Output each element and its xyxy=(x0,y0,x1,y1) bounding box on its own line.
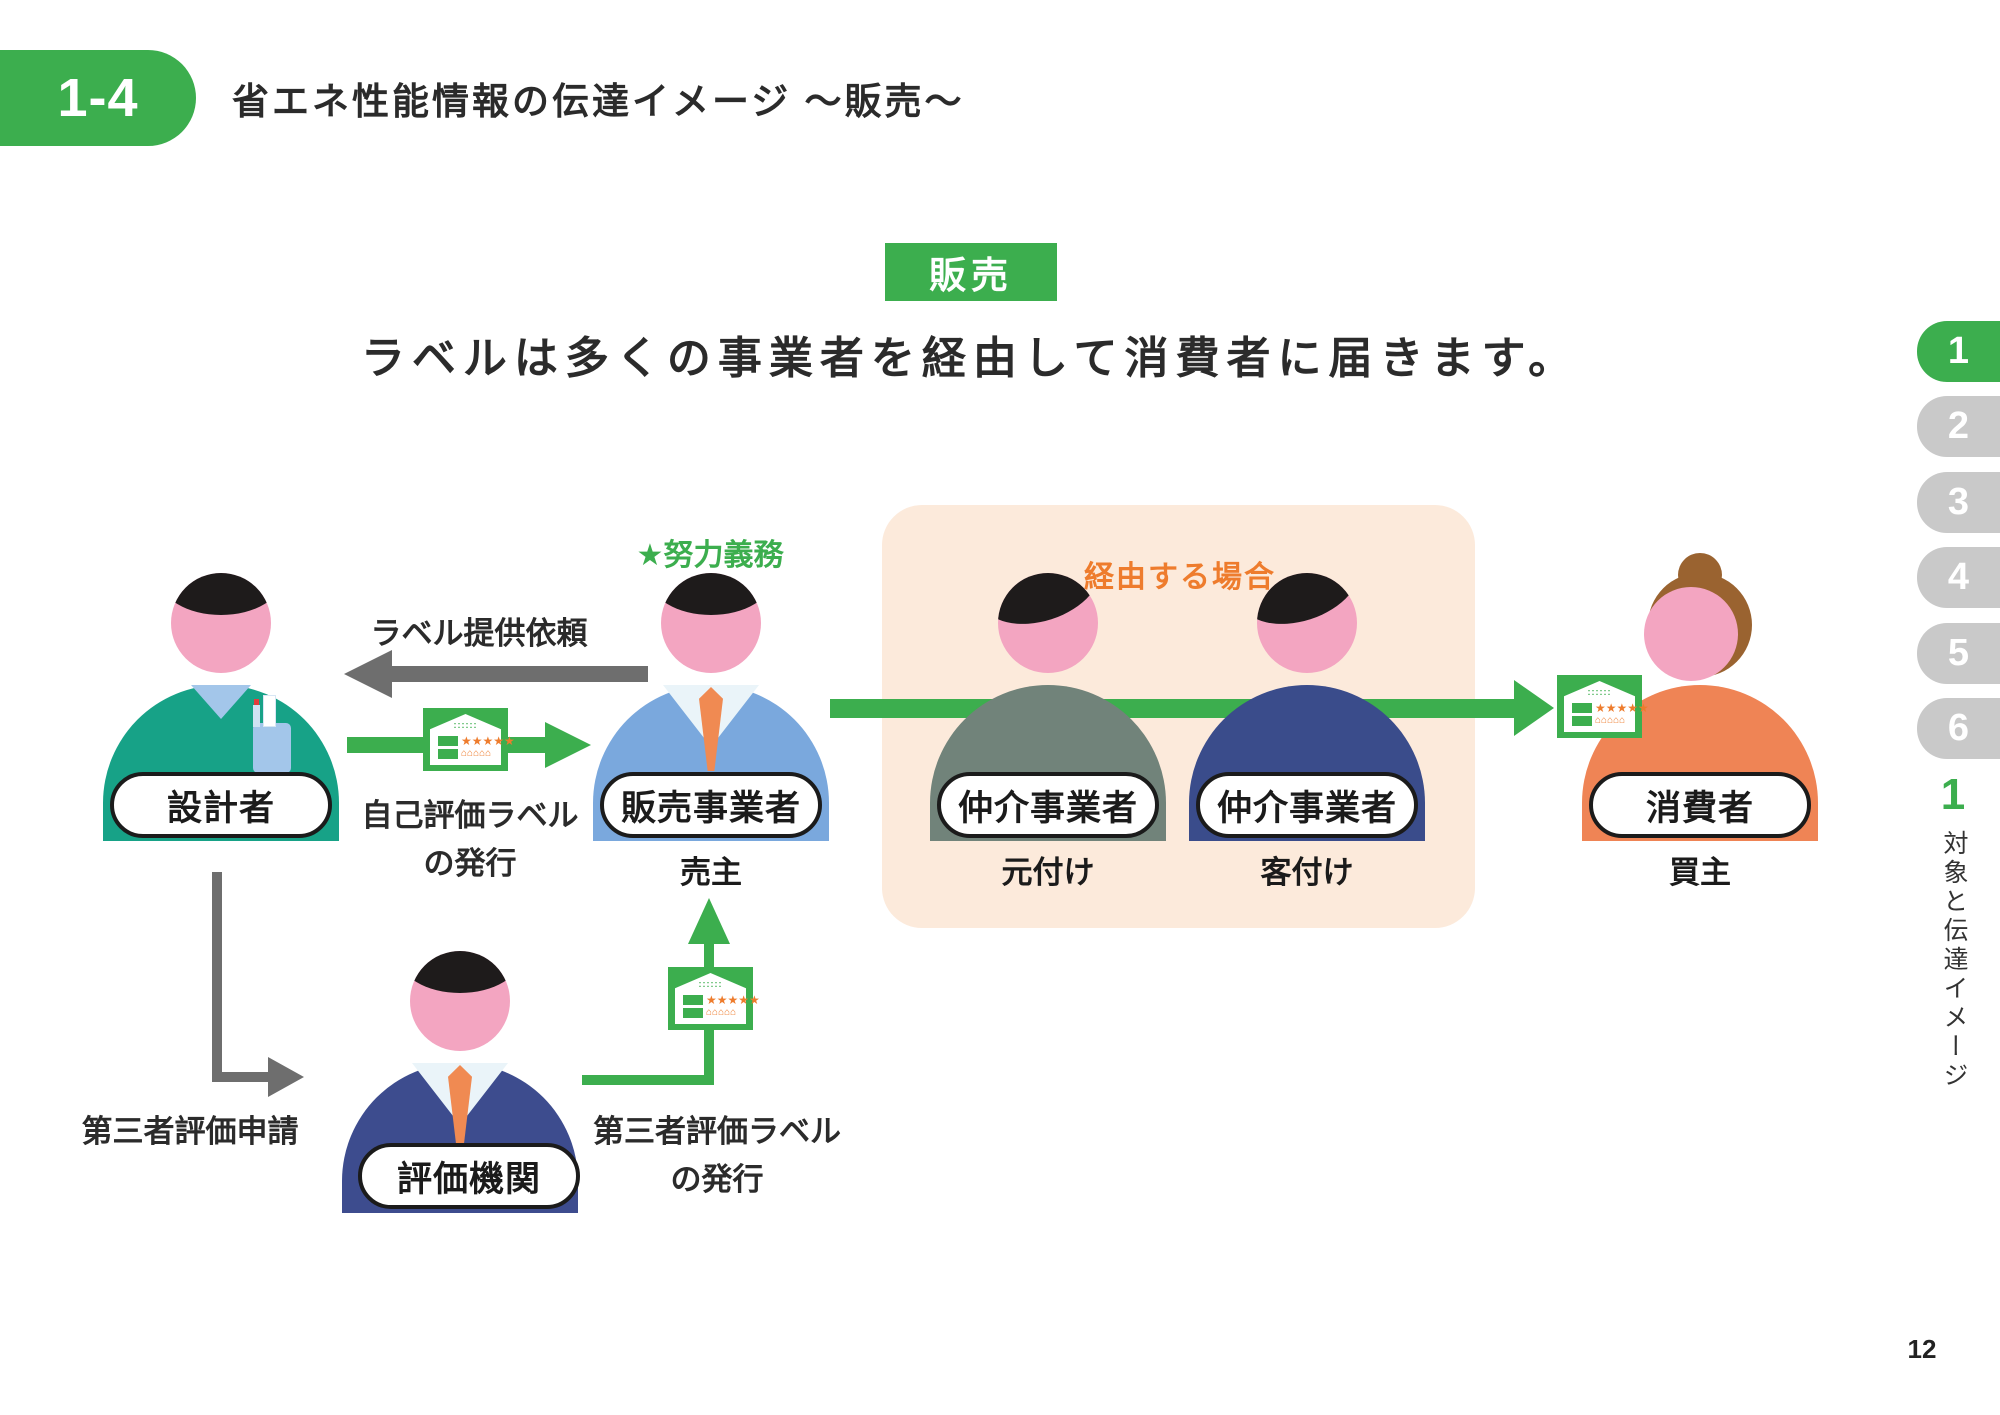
broker2-sublabel: 客付け xyxy=(1260,855,1354,890)
consumer-pill: 消費者 xyxy=(1589,772,1811,838)
label-request-text: ラベル提供依頼 xyxy=(370,616,588,651)
energy-label-icon: :::::: ★★★★★ ⌂⌂⌂⌂⌂ xyxy=(668,967,760,1030)
arrow-label-request xyxy=(390,666,648,682)
arrow-third-label-horizontal xyxy=(582,1075,714,1085)
seller-head xyxy=(661,573,761,673)
arrow-third-apply-vertical xyxy=(212,872,222,1082)
stars-icon: ★★★★★ xyxy=(1595,701,1649,715)
sidebar-tab-5[interactable]: 5 xyxy=(1917,623,2000,684)
page-number: 12 xyxy=(1907,1334,1937,1364)
effort-duty-label: ★努力義務 xyxy=(636,539,784,572)
page-title: 省エネ性能情報の伝達イメージ ～販売～ xyxy=(232,81,965,122)
sidebar-tab-3[interactable]: 3 xyxy=(1917,472,2000,533)
sidebar-section-title: 対象と伝達イメージ xyxy=(1940,830,1968,1091)
broker1-pill: 仲介事業者 xyxy=(937,772,1159,838)
arrow-label-flow-head xyxy=(1514,680,1554,736)
consumer-head xyxy=(1644,587,1738,681)
seller-sublabel: 売主 xyxy=(680,855,742,890)
sidebar-tab-6[interactable]: 6 xyxy=(1917,698,2000,759)
sidebar-section-number: 1 xyxy=(1940,770,1966,819)
third-label-line2: の発行 xyxy=(670,1162,764,1198)
broker2-head xyxy=(1257,573,1357,673)
energy-label-icon: :::::: ★★★★★ ⌂⌂⌂⌂⌂ xyxy=(423,708,515,771)
broker1-head xyxy=(998,573,1098,673)
houses-icon: ⌂⌂⌂⌂⌂ xyxy=(1595,715,1626,726)
designer-hair xyxy=(171,573,271,615)
self-label-line1: 自己評価ラベル xyxy=(361,798,579,833)
third-label-text: 第三者評価ラベル の発行 xyxy=(517,1108,917,1204)
houses-icon: ⌂⌂⌂⌂⌂ xyxy=(706,1007,737,1018)
seller-pill: 販売事業者 xyxy=(600,772,822,838)
energy-label-icon: :::::: ★★★★★ ⌂⌂⌂⌂⌂ xyxy=(1557,675,1649,738)
third-label-line1: 第三者評価ラベル xyxy=(593,1114,841,1149)
arrow-third-apply-head xyxy=(268,1057,304,1097)
pen-icon xyxy=(253,699,260,727)
sidebar-tab-4[interactable]: 4 xyxy=(1917,547,2000,608)
evaluator-head xyxy=(410,951,510,1051)
self-label-line2: の発行 xyxy=(423,846,517,882)
sale-tag: 販売 xyxy=(885,243,1057,301)
houses-icon: ⌂⌂⌂⌂⌂ xyxy=(461,748,492,759)
evaluator-hair xyxy=(410,951,510,993)
stars-icon: ★★★★★ xyxy=(706,993,760,1007)
arrow-third-apply-horizontal xyxy=(212,1072,270,1082)
self-label-text: 自己評価ラベル の発行 xyxy=(310,792,630,888)
consumer-sublabel: 買主 xyxy=(1669,855,1731,890)
seller-hair xyxy=(661,573,761,615)
third-apply-text: 第三者評価申請 xyxy=(81,1114,299,1149)
broker2-pill: 仲介事業者 xyxy=(1196,772,1418,838)
arrow-self-label-head xyxy=(545,722,591,768)
broker2-hair xyxy=(1257,573,1357,639)
designer-pill: 設計者 xyxy=(110,772,332,838)
arrow-label-request-head xyxy=(344,650,392,698)
pencil-icon xyxy=(263,695,276,727)
stars-icon: ★★★★★ xyxy=(461,734,515,748)
designer-pocket xyxy=(253,723,291,773)
broker1-hair xyxy=(998,573,1098,639)
broker1-sublabel: 元付け xyxy=(1001,855,1095,890)
arrow-third-label-head xyxy=(688,898,730,944)
designer-head xyxy=(171,573,271,673)
via-case-label: 経由する場合 xyxy=(1084,561,1276,594)
subtitle: ラベルは多くの事業者を経由して消費者に届きます。 xyxy=(360,334,1580,383)
sidebar-tab-2[interactable]: 2 xyxy=(1917,396,2000,457)
sidebar-tab-1[interactable]: 1 xyxy=(1917,321,2000,382)
section-badge: 1-4 xyxy=(0,50,196,146)
evaluator-pill: 評価機関 xyxy=(358,1143,580,1209)
